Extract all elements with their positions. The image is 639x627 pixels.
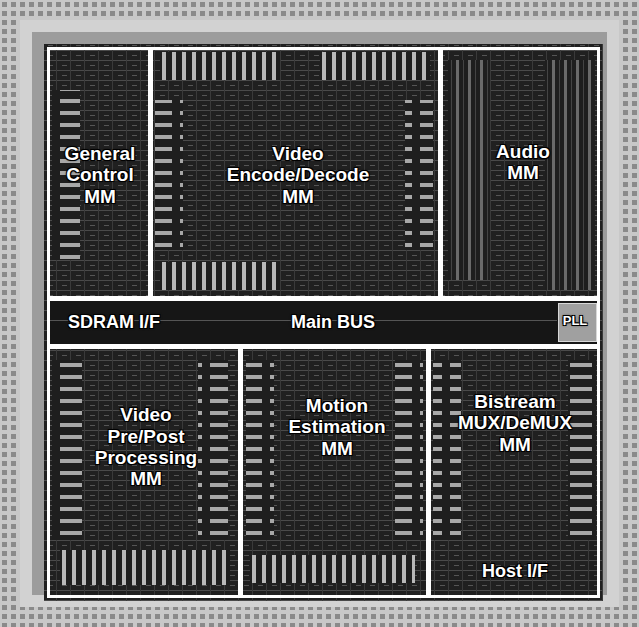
block-label: Motion Estimation MM — [281, 395, 393, 459]
module-block: General Control MM — [47, 47, 151, 299]
block-label: PLL — [563, 314, 588, 329]
module-block: Bistream MUX/DeMUX MM Host I/F — [428, 346, 600, 598]
block-label: Host I/F — [482, 561, 548, 581]
block-label: Bistream MUX/DeMUX MM — [456, 391, 574, 455]
block-label: SDRAM I/F — [68, 312, 160, 332]
block-label: Video Encode/Decode MM — [223, 143, 373, 207]
module-block: Video Pre/Post Processing MM — [47, 346, 241, 598]
bus-band: SDRAM I/F Main BUS PLL — [47, 298, 600, 347]
module-block: Audio MM — [440, 47, 600, 299]
module-block: Video Encode/Decode MM — [150, 47, 441, 299]
block-label: Video Pre/Post Processing MM — [85, 404, 207, 489]
pll-block: PLL — [558, 303, 597, 342]
block-label: General Control MM — [52, 143, 148, 207]
block-label: Audio MM — [488, 141, 558, 184]
module-block: Motion Estimation MM — [240, 346, 429, 598]
block-label: Main BUS — [291, 312, 375, 332]
